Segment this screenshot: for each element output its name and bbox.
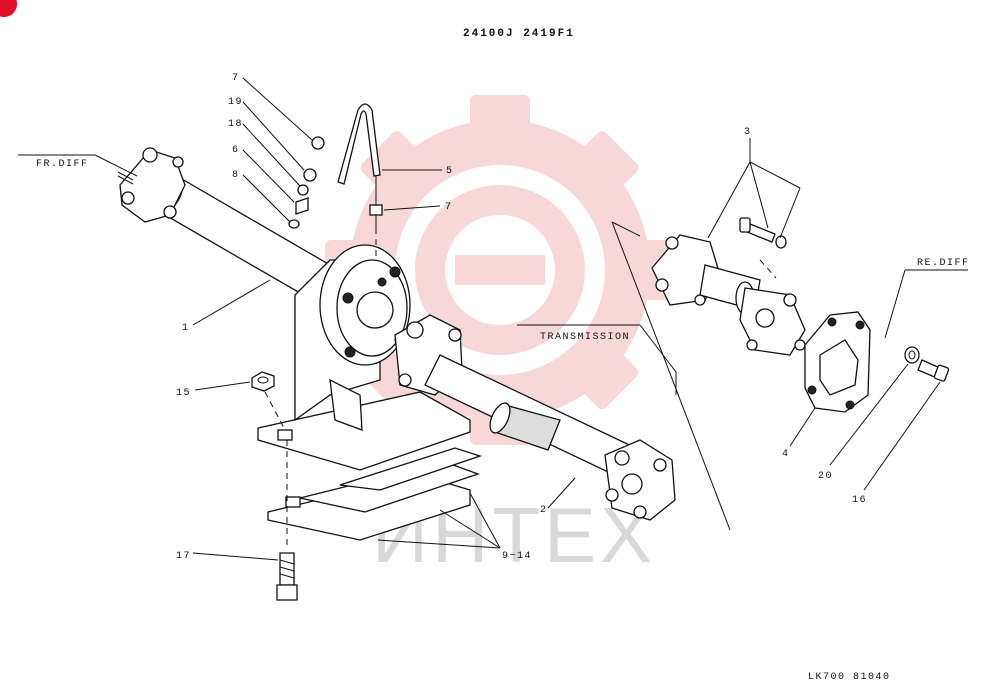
callout-7-right: 7 (445, 202, 453, 213)
corner-marker (0, 0, 17, 17)
callout-6: 6 (232, 145, 240, 156)
callout-5: 5 (446, 166, 454, 177)
callout-8: 8 (232, 170, 240, 181)
label-transmission: TRANSMISSION (540, 332, 630, 343)
callout-20: 20 (818, 471, 833, 482)
label-fr-diff: FR.DIFF (36, 159, 89, 170)
callout-16: 16 (852, 495, 867, 506)
footer-code: LK700 81040 (808, 672, 891, 683)
header-code: 24100J 2419F1 (463, 28, 575, 40)
callout-7-top: 7 (232, 73, 240, 84)
rear-propeller-shaft (394, 314, 676, 521)
intermediate-shaft (651, 217, 806, 356)
callout-18: 18 (228, 119, 243, 130)
callout-4: 4 (782, 449, 790, 460)
alignment-lines (264, 228, 777, 550)
leader-lines (18, 77, 968, 561)
grease-fittings (251, 103, 383, 601)
callout-15: 15 (176, 388, 191, 399)
callout-2: 2 (540, 505, 548, 516)
callout-17: 17 (176, 551, 191, 562)
callout-19: 19 (228, 97, 243, 108)
center-bearing-bracket (257, 244, 483, 541)
callout-9-14: 9~14 (502, 551, 532, 562)
rear-diff-flange (804, 311, 950, 413)
label-re-diff: RE.DIFF (917, 258, 970, 269)
callout-1: 1 (182, 323, 190, 334)
callout-3: 3 (744, 127, 752, 138)
front-propeller-shaft (117, 147, 331, 301)
